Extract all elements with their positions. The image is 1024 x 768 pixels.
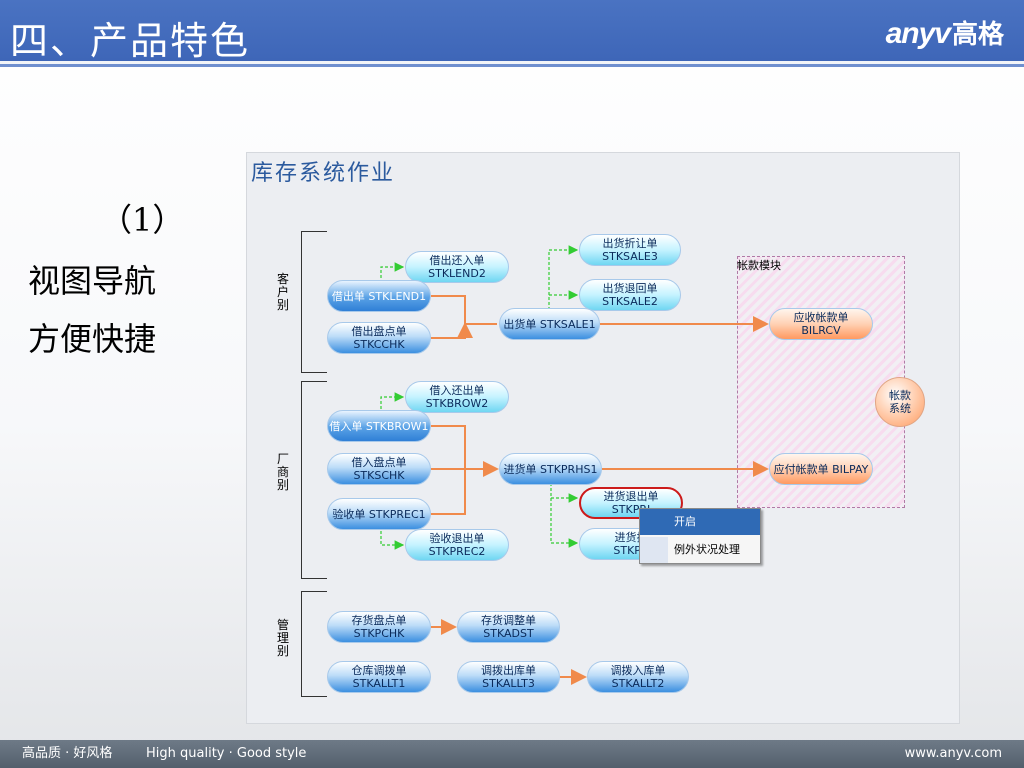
panel-title: 库存系统作业	[251, 161, 396, 186]
group-label-management: 管理别	[276, 618, 289, 658]
link-stksale1-stksale3	[548, 245, 579, 310]
node-code: STKLEND2	[428, 267, 486, 280]
brand-logo-cn: 高格	[951, 20, 1004, 50]
flow-connectors	[380, 245, 769, 685]
node-code: STKPCHK	[353, 627, 405, 640]
node-stksale1[interactable]: 出货单 STKSALE1	[499, 308, 600, 340]
link-stkprec1-merge	[431, 469, 466, 515]
node-label: 调拨出库单	[481, 664, 536, 677]
node-stklend2[interactable]: 借出还入单 STKLEND2	[405, 251, 509, 283]
node-context-menu: 开启 例外状况处理	[639, 508, 761, 564]
node-code: STKSCHK	[353, 469, 405, 482]
node-code: STKSALE3	[602, 250, 658, 263]
context-menu-icon-gutter	[640, 537, 668, 563]
accounts-system-label: 帐款 系统	[889, 389, 911, 415]
node-label: 应收帐款单	[793, 311, 849, 324]
node-stkprhs1[interactable]: 进货单 STKPRHS1	[499, 453, 602, 485]
caption-line-1: 视图导航	[28, 262, 157, 300]
node-bilpay[interactable]: 应付帐款单 BILPAY	[769, 453, 873, 485]
accounts-system-label-line1: 帐款	[889, 389, 911, 402]
node-label: 调拨入库单	[610, 664, 666, 677]
node-label: 借入单 STKBROW1	[329, 419, 429, 433]
node-stksale2[interactable]: 出货退回单 STKSALE2	[579, 279, 681, 311]
node-stkprec2[interactable]: 验收退出单 STKPREC2	[405, 529, 509, 561]
node-code: STKADST	[483, 627, 534, 640]
footer-url: www.anyv.com	[904, 746, 1002, 761]
caption-line-2: 方便快捷	[28, 320, 157, 358]
accounts-system-label-line2: 系统	[889, 402, 911, 415]
node-code: STKBROW2	[425, 397, 489, 410]
node-stkcchk[interactable]: 借出盘点单 STKCCHK	[327, 322, 431, 354]
link-stkcchk-merge	[431, 322, 473, 339]
link-stkbrow1-stkbrow2	[380, 392, 405, 409]
footer-tagline-cn: 高品质 · 好风格	[22, 746, 113, 761]
node-label: 出货单 STKSALE1	[503, 317, 596, 331]
link-stkprhs1-stkpr-disc	[550, 498, 579, 548]
node-label: 出货退回单	[602, 282, 658, 295]
caption-number: （1）	[100, 201, 185, 239]
node-label: 借入还出单	[429, 384, 485, 397]
node-stklend1[interactable]: 借出单 STKLEND1	[327, 280, 431, 312]
group-label-customer: 客户别	[276, 272, 289, 312]
brand-logo: anyv 高格	[886, 14, 1004, 51]
node-stkallt2[interactable]: 调拨入库单 STKALLT2	[587, 661, 689, 693]
node-code: STKCCHK	[353, 338, 405, 351]
link-stklend1-stklend2	[380, 262, 405, 278]
link-stkprec1-stkprec2	[380, 531, 405, 550]
header-divider	[0, 64, 1024, 67]
slide-footer: 高品质 · 好风格 High quality · Good style www.…	[0, 740, 1024, 768]
node-code: STKALLT3	[482, 677, 535, 690]
node-label: 借出单 STKLEND1	[331, 289, 427, 303]
accounts-module-label: 帐款模块	[737, 259, 781, 272]
node-stkbrow1[interactable]: 借入单 STKBROW1	[327, 410, 431, 442]
node-label: 验收单 STKPREC1	[332, 507, 426, 521]
group-bracket-customer	[301, 231, 327, 373]
node-code: BILRCV	[801, 324, 841, 337]
node-stkbrow2[interactable]: 借入还出单 STKBROW2	[405, 381, 509, 413]
group-bracket-vendor	[301, 381, 327, 579]
node-code: STKALLT2	[611, 677, 665, 690]
node-label: 存货盘点单	[351, 614, 407, 627]
brand-logo-latin: anyv	[885, 17, 951, 50]
group-label-vendor: 厂商别	[276, 452, 289, 492]
slide-header: 四、产品特色 anyv 高格	[0, 0, 1024, 64]
link-stkprhs1-stkpr-ret	[550, 483, 579, 503]
inventory-flow-screenshot: 库存系统作业 帐款模块	[246, 152, 960, 724]
node-label: 借出还入单	[429, 254, 485, 267]
node-label: 存货调整单	[481, 614, 536, 627]
node-stkpchk[interactable]: 存货盘点单 STKPCHK	[327, 611, 431, 643]
node-label: 仓库调拨单	[351, 664, 407, 677]
node-label: 出货折让单	[602, 237, 658, 250]
node-bilrcv[interactable]: 应收帐款单 BILRCV	[769, 308, 873, 340]
node-label: 应付帐款单 BILPAY	[773, 462, 869, 476]
node-stkallt1[interactable]: 仓库调拨单 STKALLT1	[327, 661, 431, 693]
link-stklend1-merge	[431, 295, 497, 325]
node-label: 进货退出单	[603, 490, 659, 503]
node-stkschk[interactable]: 借入盘点单 STKSCHK	[327, 453, 431, 485]
accounts-system-node[interactable]: 帐款 系统	[875, 377, 925, 427]
link-stkbrow1-merge	[431, 425, 466, 469]
node-code: STKPREC2	[428, 545, 486, 558]
node-stkprec1[interactable]: 验收单 STKPREC1	[327, 498, 431, 530]
node-label: 验收退出单	[429, 532, 485, 545]
node-code: STKSALE2	[602, 295, 658, 308]
group-bracket-management	[301, 591, 327, 697]
node-stkadst[interactable]: 存货调整单 STKADST	[457, 611, 560, 643]
node-code: STKALLT1	[352, 677, 406, 690]
node-stkallt3[interactable]: 调拨出库单 STKALLT3	[457, 661, 560, 693]
context-menu-item-exception[interactable]: 例外状况处理	[674, 543, 740, 556]
node-label: 进货单 STKPRHS1	[503, 462, 598, 476]
node-label: 借出盘点单	[351, 325, 407, 338]
node-label: 借入盘点单	[351, 456, 407, 469]
node-stksale3[interactable]: 出货折让单 STKSALE3	[579, 234, 681, 266]
slide-title: 四、产品特色	[10, 19, 251, 63]
footer-tagline-en: High quality · Good style	[146, 746, 307, 761]
context-menu-item-open[interactable]: 开启	[640, 509, 760, 535]
